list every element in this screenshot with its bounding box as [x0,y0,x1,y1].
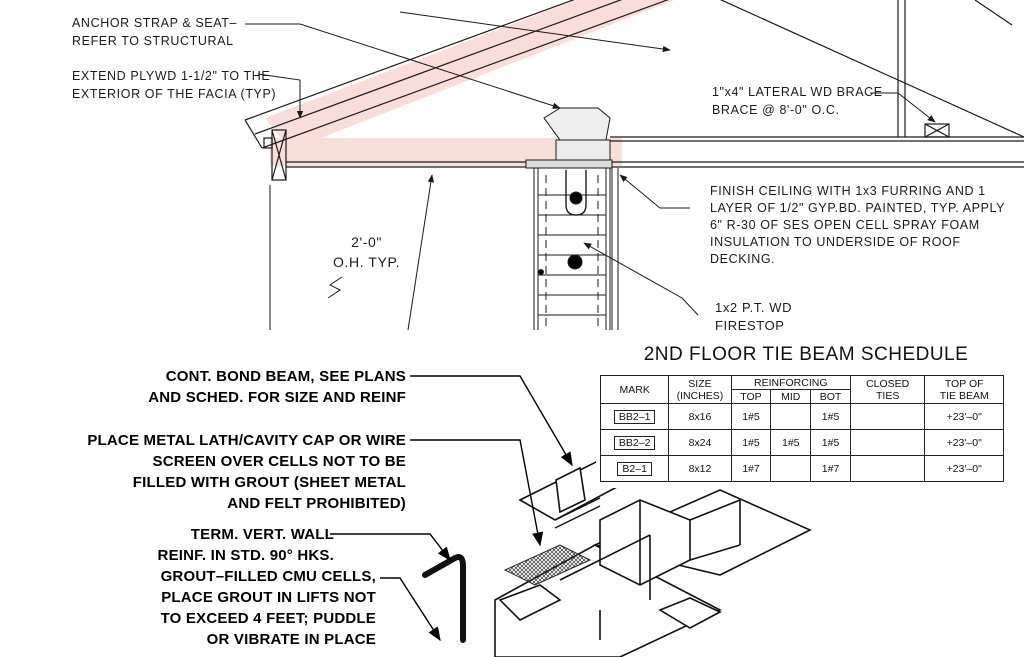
cell-size: 8x16 [668,403,732,430]
truss-web [897,0,1013,138]
cell-elev: +23'–0" [924,455,1004,482]
leaders-lower [330,375,573,642]
note-metal-lath: PLACE METAL LATH/CAVITY CAP OR WIRE SCRE… [87,432,406,512]
cell-mid: 1#5 [770,429,812,456]
overhang-dimension [269,185,343,330]
header-closed-ties: CLOSED TIES [849,375,926,404]
cell-top: 1#5 [730,403,772,430]
header-reinforcing: REINFORCING [730,375,851,390]
fascia [263,129,287,181]
table-row: B2–1 8x12 1#7 1#7 +23'–0" [599,455,1004,482]
leaders-upper [245,11,936,331]
cell-top: 1#7 [730,455,772,482]
cell-ties [849,429,926,456]
cell-elev: +23'–0" [924,403,1004,430]
header-size: SIZE (INCHES) [668,375,732,404]
header-top-of-tie-beam: TOP OF TIE BEAM [924,375,1004,404]
cell-mark: BB2–1 [599,403,670,430]
cell-mark: BB2–2 [599,429,670,456]
note-vert-reinf: TERM. VERT. WALL REINF. IN STD. 90° HKS. [157,526,334,564]
note-extend-plywood: EXTEND PLYWD 1-1/2" TO THE EXTERIOR OF T… [72,69,277,101]
table-row: BB2–2 8x24 1#5 1#5 1#5 +23'–0" [599,429,1004,456]
cell-elev: +23'–0" [924,429,1004,456]
cell-size: 8x12 [668,455,732,482]
cell-mid [770,455,812,482]
header-bot: BOT [810,389,851,404]
cell-mark: B2–1 [599,455,670,482]
note-firestop: 1x2 P.T. WD FIRESTOP [715,300,793,333]
note-overhang: 2'-0" O.H. TYP. [333,234,401,270]
note-lateral-brace: 1"x4" LATERAL WD BRACE BRACE @ 8'-0" O.C… [712,85,883,117]
note-bond-beam: CONT. BOND BEAM, SEE PLANS AND SCHED. FO… [148,368,406,406]
tie-rebar [554,497,601,529]
ceiling-joist [286,0,1024,168]
note-grout-cells: GROUT–FILLED CMU CELLS, PLACE GROUT IN L… [160,568,376,648]
note-anchor-strap: ANCHOR STRAP & SEAT– REFER TO STRUCTURAL [72,16,238,48]
note-finish-ceiling: FINISH CEILING WITH 1x3 FURRING AND 1 LA… [710,184,1006,266]
cell-mid [770,403,812,430]
cell-bot: 1#5 [810,403,851,430]
vertical-rebar [422,554,466,643]
cell-size: 8x24 [668,429,732,456]
wire-mesh [503,544,592,586]
cell-bot: 1#7 [810,455,851,482]
cell-ties [849,455,926,482]
header-top: TOP [730,389,772,404]
anchor-strap [525,107,613,169]
cell-ties [849,403,926,430]
schedule-title: 2ND FLOOR TIE BEAM SCHEDULE [643,344,969,365]
roof-rafters [244,0,669,149]
cmu-wall [533,168,619,330]
schedule-table: MARK SIZE (INCHES) REINFORCING CLOSED TI… [599,375,1004,482]
cell-bot: 1#5 [810,429,851,456]
tie-beam-schedule: 2ND FLOOR TIE BEAM SCHEDULE MARK SIZE (I… [596,338,1016,488]
table-row: BB2–1 8x16 1#5 1#5 +23'–0" [599,403,1004,430]
cell-top: 1#5 [730,429,772,456]
header-mid: MID [770,389,812,404]
header-mark: MARK [599,375,670,404]
